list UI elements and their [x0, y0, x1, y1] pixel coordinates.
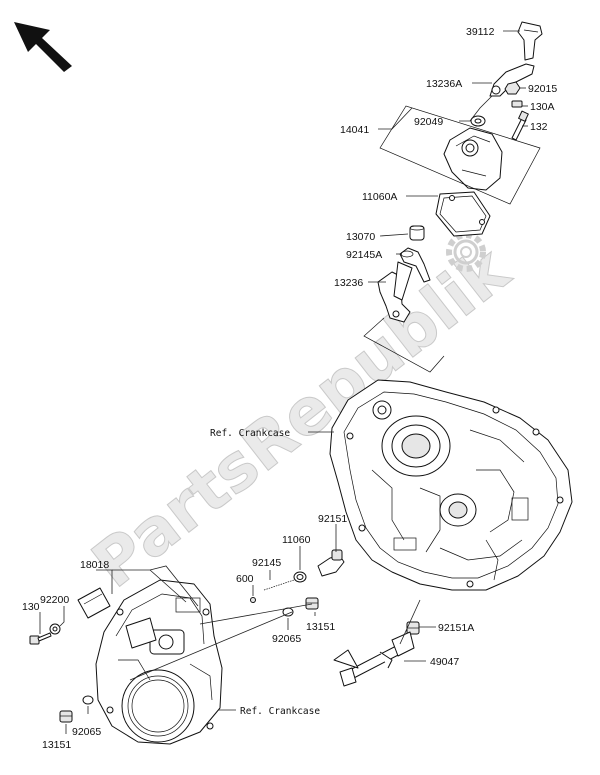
part-18018 [77, 587, 111, 619]
part-11060A [435, 191, 491, 237]
gear-icon [446, 232, 486, 272]
arrow-up-left-icon [14, 22, 72, 72]
assembly-outline-upper [379, 105, 541, 205]
label-13151-lower: 13151 [42, 739, 71, 751]
label-130: 130 [22, 601, 40, 613]
part-130 [29, 632, 52, 645]
part-13151-upper [305, 597, 319, 610]
part-92200 [49, 623, 61, 635]
label-11060A: 11060A [362, 191, 397, 203]
part-92151 [317, 549, 345, 577]
part-13236A [489, 63, 535, 97]
part-92049 [470, 115, 486, 127]
part-49047 [333, 631, 415, 687]
part-130A [511, 100, 523, 108]
label-92015: 92015 [528, 83, 557, 95]
label-92049: 92049 [414, 116, 443, 128]
label-132: 132 [530, 121, 548, 133]
label-13151-upper: 13151 [306, 621, 335, 633]
label-14041: 14041 [340, 124, 369, 136]
crankcase-left [95, 579, 223, 745]
crankcase-right [329, 379, 573, 591]
part-600 [250, 597, 256, 603]
label-49047: 49047 [430, 656, 459, 668]
label-92151A: 92151A [438, 622, 474, 634]
part-13151-lower [59, 710, 73, 723]
label-11060: 11060 [282, 534, 311, 546]
label-130A: 130A [530, 101, 555, 113]
label-13236: 13236 [334, 277, 363, 289]
part-92145 [263, 579, 295, 591]
leader-lines [39, 30, 528, 734]
label-92151: 92151 [318, 513, 347, 525]
part-14041 [443, 127, 503, 191]
part-13236 [377, 261, 413, 323]
part-132 [511, 110, 529, 141]
part-92015 [504, 81, 521, 95]
label-92145A: 92145A [346, 249, 382, 261]
label-92145: 92145 [252, 557, 281, 569]
label-13236A: 13236A [426, 78, 462, 90]
label-92065-upper: 92065 [272, 633, 301, 645]
part-11060 [293, 571, 307, 583]
assembly-outline-shaft [363, 317, 445, 373]
label-13070: 13070 [346, 231, 375, 243]
label-92065-lower: 92065 [72, 726, 101, 738]
label-18018: 18018 [80, 559, 109, 571]
part-39112 [517, 21, 543, 61]
label-92200: 92200 [40, 594, 69, 606]
part-92065-lower [82, 695, 94, 705]
label-ref-crankcase-lower: Ref. Crankcase [240, 706, 320, 717]
label-ref-crankcase-upper: Ref. Crankcase [210, 428, 290, 439]
label-39112: 39112 [466, 26, 495, 38]
label-600: 600 [236, 573, 254, 585]
part-labels: 39112 13236A 92015 130A 14041 92049 132 … [22, 26, 557, 751]
part-13070 [409, 225, 425, 241]
